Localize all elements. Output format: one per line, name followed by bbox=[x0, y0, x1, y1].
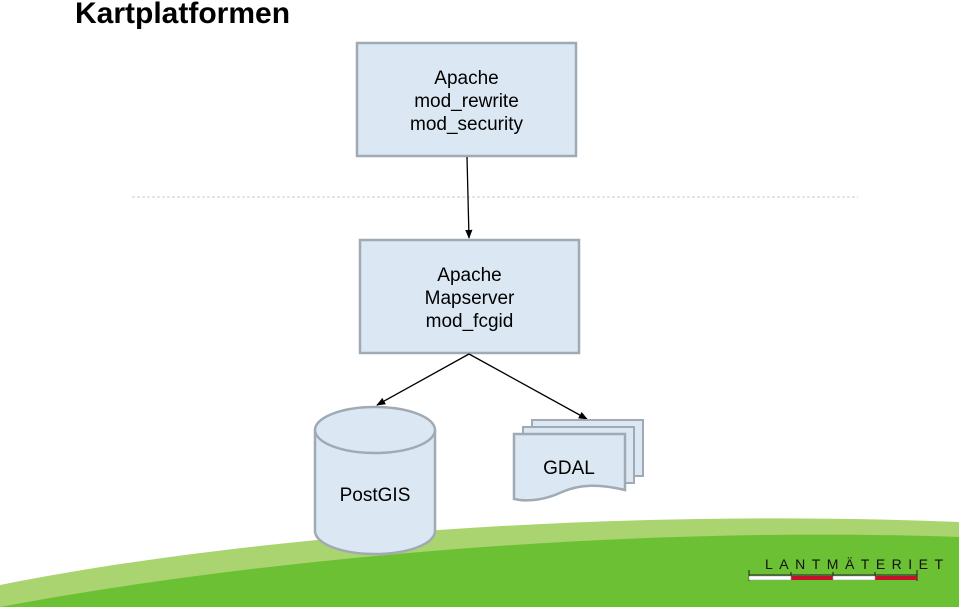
gdal-label: GDAL bbox=[543, 458, 595, 479]
page-title: Kartplatformen bbox=[75, 0, 291, 30]
postgis-database-node[interactable]: PostGIS bbox=[313, 405, 437, 556]
mapserver-line-1: Apache bbox=[437, 265, 501, 286]
lantmateriet-logo: LANTMÄTERIET bbox=[748, 556, 950, 581]
frontend-apache-node[interactable]: Apache mod_rewrite mod_security bbox=[355, 41, 578, 158]
mapserver-line-2: Mapserver bbox=[425, 288, 515, 309]
frontend-line-1: Apache bbox=[434, 68, 498, 89]
mapserver-line-3: mod_fcgid bbox=[426, 311, 514, 332]
mapserver-node[interactable]: Apache Mapserver mod_fcgid bbox=[358, 238, 581, 355]
logo-wordmark: LANTMÄTERIET bbox=[765, 556, 950, 572]
arrow-mapserver-to-gdal bbox=[468, 353, 588, 420]
frontend-line-3: mod_security bbox=[410, 114, 523, 135]
arrow-mapserver-to-postgis bbox=[376, 353, 470, 406]
gdal-documents-node[interactable]: GDAL bbox=[512, 419, 644, 502]
grass-dark-band bbox=[0, 534, 959, 607]
frontend-line-2: mod_rewrite bbox=[414, 91, 519, 112]
postgis-label: PostGIS bbox=[340, 485, 411, 506]
arrow-frontend-to-mapserver bbox=[465, 156, 473, 239]
